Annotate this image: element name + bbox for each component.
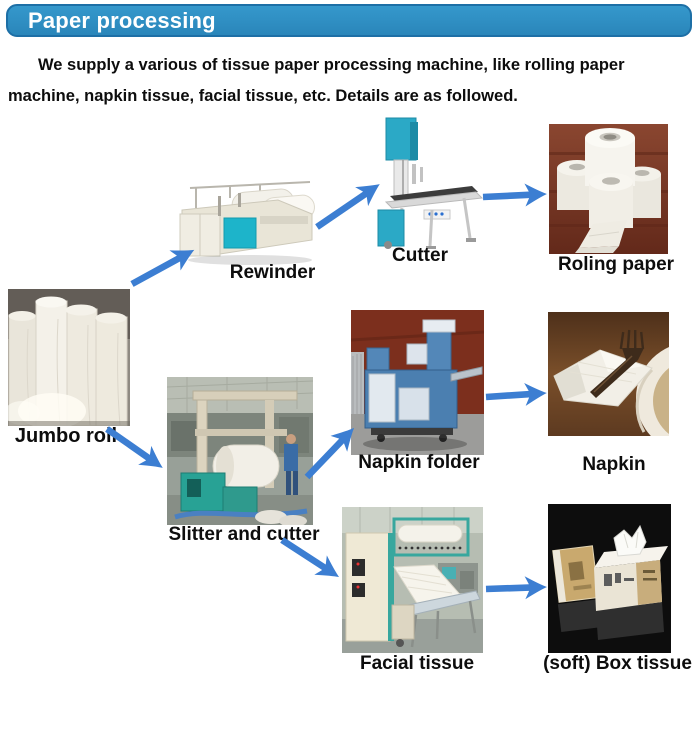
label-napkin: Napkin (582, 454, 646, 475)
cutter-illustration (377, 117, 484, 249)
label-slitter-and-cutter: Slitter and cutter (168, 524, 320, 545)
label-box-tissue: (soft) Box tissue (543, 653, 692, 674)
slitter-and-cutter-illustration (167, 377, 313, 525)
label-facial-tissue: Facial tissue (359, 653, 475, 674)
label-jumbo-roll: Jumbo roll (14, 425, 118, 447)
page-title: Paper processing (28, 7, 216, 33)
napkin-folder-illustration (351, 310, 484, 455)
slitter-and-cutter-photo (167, 377, 313, 525)
header-banner: Paper processing (6, 4, 692, 37)
jumbo-roll-photo (8, 289, 130, 426)
intro-line-2: machine, napkin tissue, facial tissue, e… (8, 87, 518, 105)
arrow-facial-to-box-tissue (485, 576, 547, 600)
jumbo-roll-illustration (8, 289, 130, 426)
box-tissue-illustration (548, 504, 671, 653)
napkin-folder-photo (351, 310, 484, 455)
intro-paragraph: We supply a various of tissue paper proc… (8, 50, 696, 112)
arrow-napkin-folder-to-napkin (485, 382, 547, 406)
label-napkin-folder: Napkin folder (358, 452, 480, 473)
rewinder-photo (160, 168, 332, 266)
cutter-photo (372, 114, 484, 250)
intro-line-1: We supply a various of tissue paper proc… (38, 56, 625, 74)
label-cutter: Cutter (392, 245, 448, 266)
napkin-photo (548, 312, 669, 436)
label-roling-paper: Roling paper (557, 254, 675, 275)
label-rewinder: Rewinder (229, 262, 316, 283)
arrow-cutter-to-roling-paper (482, 183, 547, 207)
napkin-illustration (548, 312, 669, 436)
roling-paper-photo (549, 124, 668, 254)
facial-tissue-illustration (342, 507, 483, 653)
box-tissue-photo (548, 504, 671, 653)
facial-tissue-photo (342, 507, 483, 653)
roling-paper-illustration (549, 124, 668, 254)
rewinder-illustration (179, 181, 315, 265)
